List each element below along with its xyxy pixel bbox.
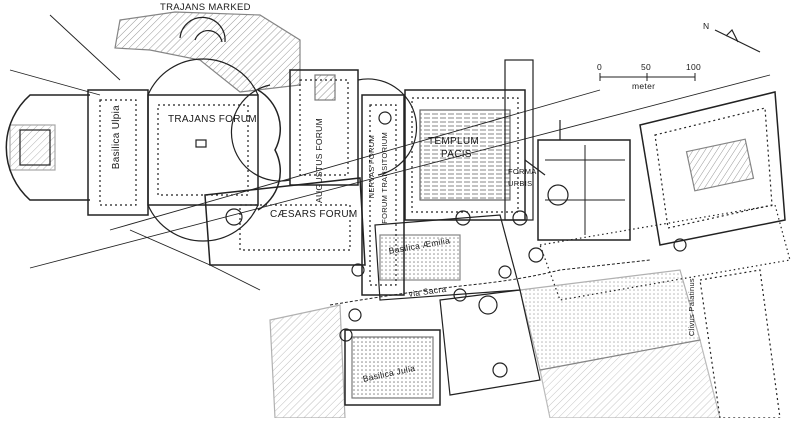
via-sacra-road bbox=[329, 259, 651, 306]
trajans-forum-outline bbox=[147, 94, 259, 206]
basilica-aemilia-outline bbox=[379, 234, 461, 281]
trajans-forum-apse bbox=[5, 94, 90, 201]
label-urbis: URBIS bbox=[508, 179, 533, 188]
label-trajans-marked: TRAJANS MARKED bbox=[160, 2, 251, 13]
label-trajans-forum: TRAJANS FORUM bbox=[168, 114, 257, 125]
label-caesars-forum: CÆSARS FORUM bbox=[270, 209, 358, 220]
label-forum-transitorium: FORUM TRANSITORIUM bbox=[380, 132, 389, 224]
label-templum: TEMPLUM bbox=[428, 136, 479, 147]
scale-tick-0: 0 bbox=[597, 62, 603, 72]
templum-pacis-outline bbox=[404, 89, 526, 221]
scale-tick-100: 100 bbox=[686, 62, 702, 72]
label-pacis: PACIS bbox=[441, 149, 472, 160]
label-basilica-ulpia: Basilica Ulpia bbox=[111, 105, 122, 170]
label-augustus-forum: AUGUSTUS FORUM bbox=[314, 118, 324, 203]
north-arrow-label: N bbox=[703, 21, 710, 31]
trajans-markets bbox=[114, 11, 301, 93]
label-forma: FORMA bbox=[508, 167, 537, 176]
augustus-forum-outline bbox=[289, 69, 359, 186]
north-arrow-icon bbox=[714, 28, 761, 53]
scale-tick-50: 50 bbox=[641, 62, 652, 72]
basilica-maxentius-outline bbox=[537, 139, 631, 241]
label-clivus-palatinus: Clivus Palatinus bbox=[687, 278, 696, 337]
nervas-forum-outline bbox=[361, 94, 405, 296]
scale-unit: meter bbox=[632, 81, 656, 91]
caesars-forum-outline bbox=[204, 177, 366, 266]
temple-venus-roma bbox=[639, 91, 786, 246]
label-nervas-forum: NERVAS FORUM bbox=[367, 135, 376, 199]
scale-bar bbox=[599, 73, 696, 81]
basilica-julia-outline bbox=[344, 329, 441, 406]
